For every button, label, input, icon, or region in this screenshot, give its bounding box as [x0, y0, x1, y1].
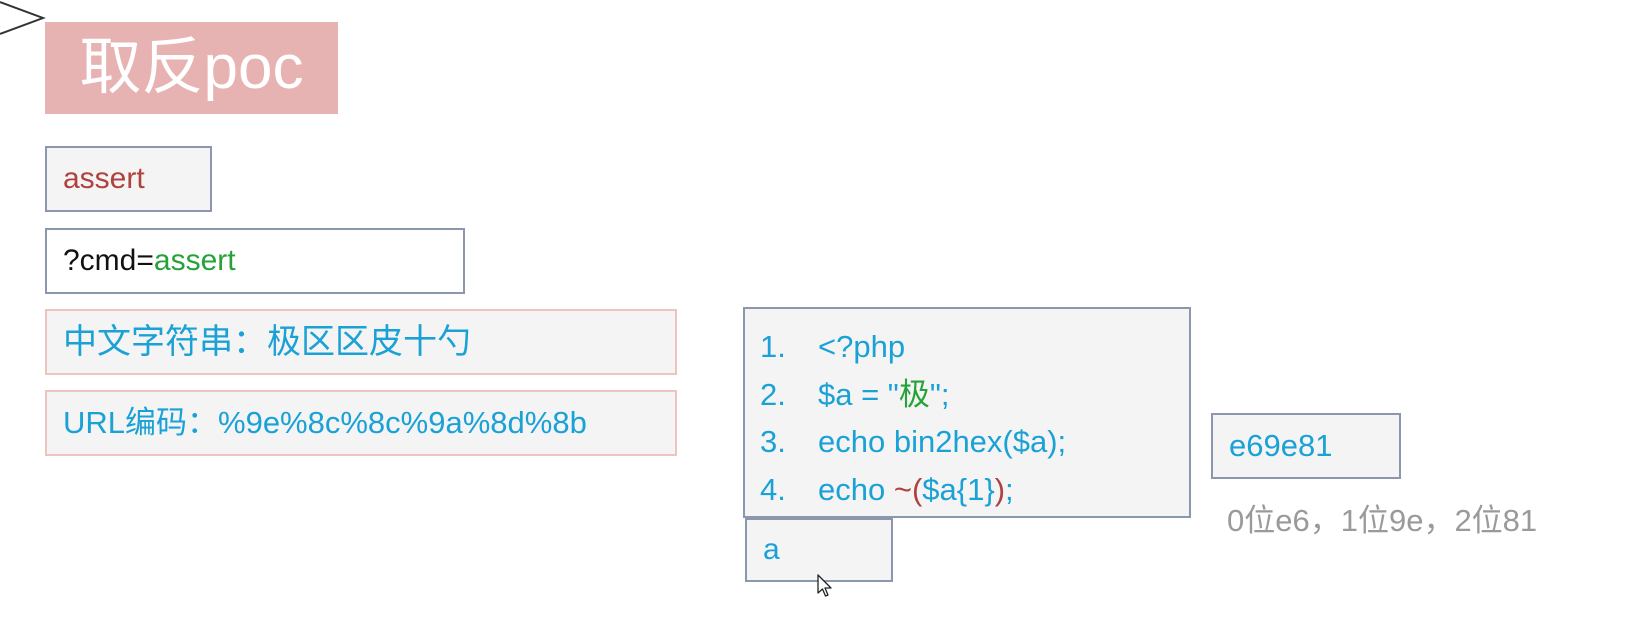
hex-value-box: e69e81 — [1211, 413, 1401, 479]
code-text: <?php — [818, 329, 906, 364]
slide-title: 取反poc — [45, 22, 338, 114]
line-number: 3. — [760, 424, 786, 459]
code-text: ; — [1005, 471, 1014, 507]
chinese-string-box: 中文字符串：极区区皮十勺 — [45, 309, 677, 375]
code-highlight: 极 — [898, 376, 930, 412]
code-line: 1. <?php — [760, 323, 1189, 371]
code-text: echo bin2hex($a); — [818, 424, 1067, 459]
code-operator: ~( — [893, 471, 923, 507]
byte-position-note: 0位e6，1位9e，2位81 — [1227, 503, 1538, 538]
code-line: 4. echo ~($a{1}); — [760, 466, 1189, 514]
query-prefix: ?cmd= — [63, 244, 154, 277]
query-param-box: ?cmd=assert — [45, 228, 465, 294]
code-text: "; — [929, 376, 950, 412]
function-name-box: assert — [45, 146, 212, 212]
code-line: 2. $a = "极"; — [760, 371, 1189, 419]
code-text: $a{1} — [922, 471, 995, 507]
code-text: $a = " — [818, 376, 899, 412]
chevron-right-icon — [0, 1, 46, 35]
line-number: 4. — [760, 471, 786, 507]
output-box: a — [745, 518, 893, 582]
code-block: 1.<?php 2.$a = "极"; 3.echo bin2hex($a); … — [743, 307, 1191, 518]
url-encoding-box: URL编码：%9e%8c%8c%9a%8d%8b — [45, 390, 677, 456]
line-number: 2. — [760, 376, 786, 412]
line-number: 1. — [760, 329, 786, 364]
query-keyword: assert — [153, 244, 236, 277]
mouse-pointer-icon — [817, 574, 832, 597]
code-text: echo — [818, 471, 894, 507]
code-operator: ) — [994, 471, 1006, 507]
code-line: 3. echo bin2hex($a); — [760, 418, 1189, 466]
